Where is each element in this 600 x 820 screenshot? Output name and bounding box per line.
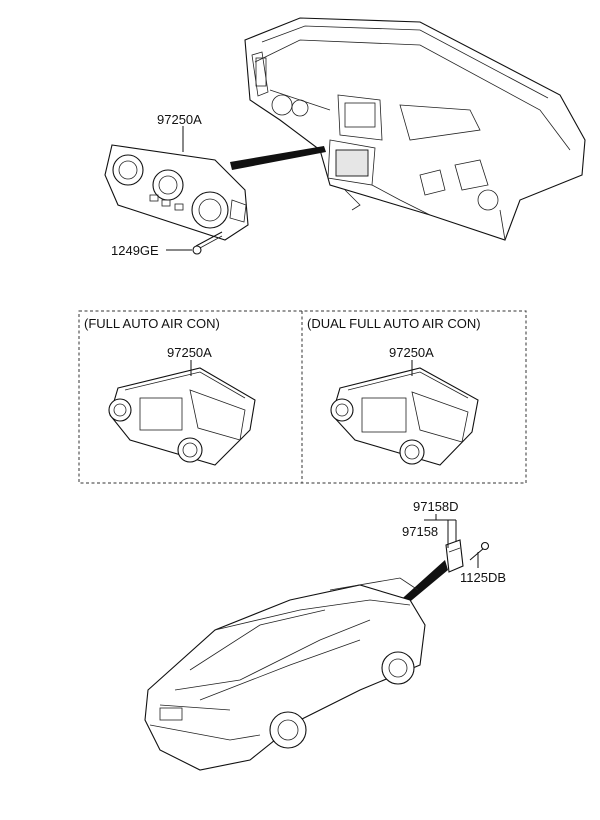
label-top-control: 97250A <box>157 112 202 127</box>
sensor-part <box>445 539 464 573</box>
bolt-part <box>469 541 490 561</box>
sensor-pointer-wedge <box>395 560 448 610</box>
dashboard-illustration <box>244 17 586 241</box>
label-bolt: 1125DB <box>460 570 506 585</box>
full-auto-aircon-unit <box>108 367 256 466</box>
label-dual-auto-title: (DUAL FULL AUTO AIR CON) <box>307 316 481 331</box>
label-dual-auto-part: 97250A <box>389 345 434 360</box>
pointer-wedge <box>230 146 326 170</box>
dual-full-auto-aircon-unit <box>330 367 479 466</box>
top-control-unit <box>104 144 249 241</box>
label-full-auto-part: 97250A <box>167 345 212 360</box>
label-full-auto-title: (FULL AUTO AIR CON) <box>84 316 220 331</box>
label-screw: 1249GE <box>111 243 159 258</box>
screw-part <box>192 231 223 255</box>
car-illustration <box>144 577 426 771</box>
label-sensor-assembly: 97158D <box>413 499 459 514</box>
label-sensor: 97158 <box>402 524 438 539</box>
